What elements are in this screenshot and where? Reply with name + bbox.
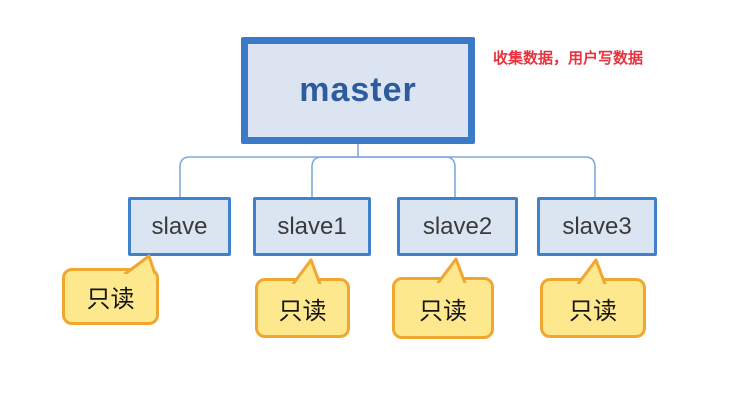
slave2-label: slave2 [422, 212, 493, 240]
node-master: master [241, 37, 475, 144]
readonly-label: 只读 [86, 286, 135, 313]
callout-readonly-slave3: 只读 [540, 258, 646, 338]
callout-readonly-slave1: 只读 [255, 258, 350, 338]
connector-to-slave1 [311, 156, 358, 197]
bubble-tail-icon [123, 254, 157, 274]
bubble-tail-icon [577, 258, 607, 284]
node-slave2: slave2 [397, 197, 518, 256]
bubble-tail-icon [292, 258, 322, 284]
connector-to-slave2 [358, 156, 456, 197]
connector-to-slave [179, 156, 358, 197]
readonly-label: 只读 [569, 297, 617, 325]
callout-readonly-slave: 只读 [62, 254, 159, 325]
node-slave1: slave1 [253, 197, 371, 256]
bubble-tail-icon [437, 257, 467, 283]
slave-label: slave [151, 212, 208, 240]
annotation-text: 收集数据，用户写数据 [493, 50, 644, 67]
slave3-label: slave3 [562, 212, 632, 240]
master-label: master [299, 71, 417, 109]
node-slave: slave [128, 197, 231, 256]
readonly-label: 只读 [419, 297, 467, 325]
readonly-label: 只读 [278, 297, 327, 325]
node-slave3: slave3 [537, 197, 657, 256]
callout-readonly-slave2: 只读 [392, 257, 494, 339]
connector-to-slave3 [358, 156, 596, 197]
slave1-label: slave1 [277, 212, 347, 240]
